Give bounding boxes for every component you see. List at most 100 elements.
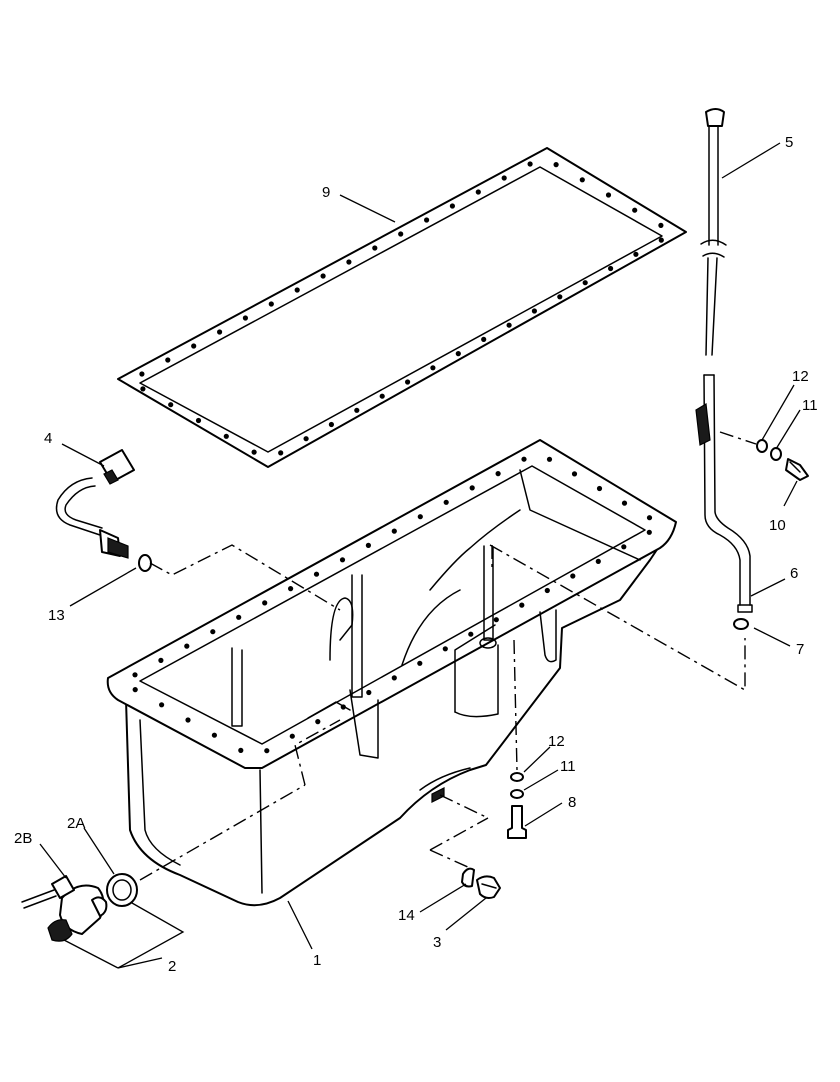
bolt-hole [313, 571, 320, 577]
bolt-hole [544, 587, 550, 594]
bolt-hole [217, 329, 223, 335]
bolt-hole [557, 294, 563, 300]
bolt-hole [139, 371, 145, 377]
bolt-hole [430, 365, 436, 371]
lower-bolt-hardware [507, 772, 527, 839]
callout-12-upper: 12 [792, 368, 809, 385]
oil-level-sensor [55, 449, 152, 572]
bolt-hole [238, 747, 244, 754]
leader-lines [39, 142, 801, 969]
bolt-hole [596, 485, 603, 492]
bolt-hole [405, 379, 411, 385]
callout-1: 1 [313, 952, 321, 969]
bolt-hole [455, 351, 461, 357]
callout-11-lower: 11 [560, 758, 576, 775]
bolt-hole [495, 471, 501, 477]
callout-5: 5 [785, 134, 793, 151]
bolt-hole [140, 386, 146, 392]
bolt-hole [168, 402, 174, 408]
bolt-hole [398, 231, 404, 237]
callout-2b: 2B [14, 830, 32, 847]
callout-9: 9 [322, 184, 330, 201]
bolt-hole [527, 161, 533, 167]
bolt-hole [165, 357, 171, 363]
tube-washer [733, 618, 749, 630]
bolt-hole [278, 450, 284, 456]
assembly-centerlines [139, 431, 757, 881]
callout-3: 3 [433, 934, 441, 951]
bolt-hole [417, 660, 423, 666]
bolt-hole [328, 421, 334, 428]
bolt-hole [571, 471, 578, 477]
bolt-hole [417, 514, 423, 520]
bolt-hole [223, 433, 229, 439]
bolt-hole [621, 500, 628, 506]
bolt-hole [184, 643, 190, 649]
bolt-hole [158, 657, 164, 664]
bolt-hole [658, 222, 664, 228]
oil-heater-assembly [21, 873, 138, 942]
bolt-hole [315, 719, 321, 725]
bolt-hole [579, 177, 585, 183]
bolt-hole [288, 586, 294, 592]
bolt-hole [303, 436, 309, 442]
bolt-hole [595, 558, 601, 565]
bolt-hole [159, 702, 165, 708]
bolt-hole [546, 456, 553, 462]
bolt-hole [185, 717, 191, 723]
callout-2a: 2A [67, 815, 85, 832]
callout-2: 2 [168, 958, 176, 975]
bolt-hole [658, 237, 664, 243]
bolt-hole [340, 704, 346, 710]
gasket-bolt-holes [139, 161, 664, 456]
bolt-hole [646, 529, 652, 535]
bolt-hole [531, 308, 538, 314]
bolt-hole [481, 336, 487, 342]
bolt-hole [501, 175, 507, 181]
bolt-hole [354, 407, 360, 413]
bolt-hole [391, 528, 397, 534]
bolt-hole [605, 192, 612, 198]
bolt-hole [469, 485, 475, 491]
bolt-hole [443, 499, 449, 505]
bolt-hole [132, 672, 138, 678]
bolt-hole [646, 515, 653, 521]
bolt-hole [339, 557, 346, 563]
callout-8: 8 [568, 794, 576, 811]
bolt-hole [553, 162, 559, 168]
callout-4: 4 [44, 430, 52, 447]
callout-13: 13 [48, 607, 65, 624]
bolt-hole [521, 456, 527, 462]
bolt-hole [424, 217, 430, 223]
bolt-hole [191, 343, 197, 349]
bolt-hole [582, 280, 588, 286]
sensor-o-ring [138, 554, 152, 572]
dipstick [700, 108, 727, 356]
bolt-hole [621, 544, 627, 550]
drain-plug [461, 867, 501, 899]
bolt-hole [242, 315, 248, 321]
bolt-hole [210, 629, 216, 635]
gasket [117, 147, 687, 468]
callout-11-upper: 11 [802, 397, 818, 414]
bolt-hole [475, 189, 481, 195]
callout-7: 7 [796, 641, 804, 658]
bolt-hole [468, 631, 474, 637]
bolt-hole [372, 245, 378, 251]
bolt-hole [519, 602, 525, 608]
bolt-hole [493, 617, 499, 623]
bolt-hole [268, 301, 274, 307]
callout-14: 14 [398, 907, 415, 924]
bolt-hole [632, 207, 638, 213]
callout-12-lower: 12 [548, 733, 565, 750]
bolt-hole [449, 203, 455, 209]
bolt-hole [442, 646, 448, 652]
dipstick-tube [695, 374, 753, 613]
bolt-hole [195, 417, 202, 424]
bolt-hole [366, 689, 372, 696]
bolt-hole [236, 614, 242, 620]
bolt-hole [365, 542, 371, 549]
oil-pan-bolt-holes [132, 456, 653, 754]
bolt-hole [570, 573, 576, 579]
bolt-hole [132, 687, 138, 693]
